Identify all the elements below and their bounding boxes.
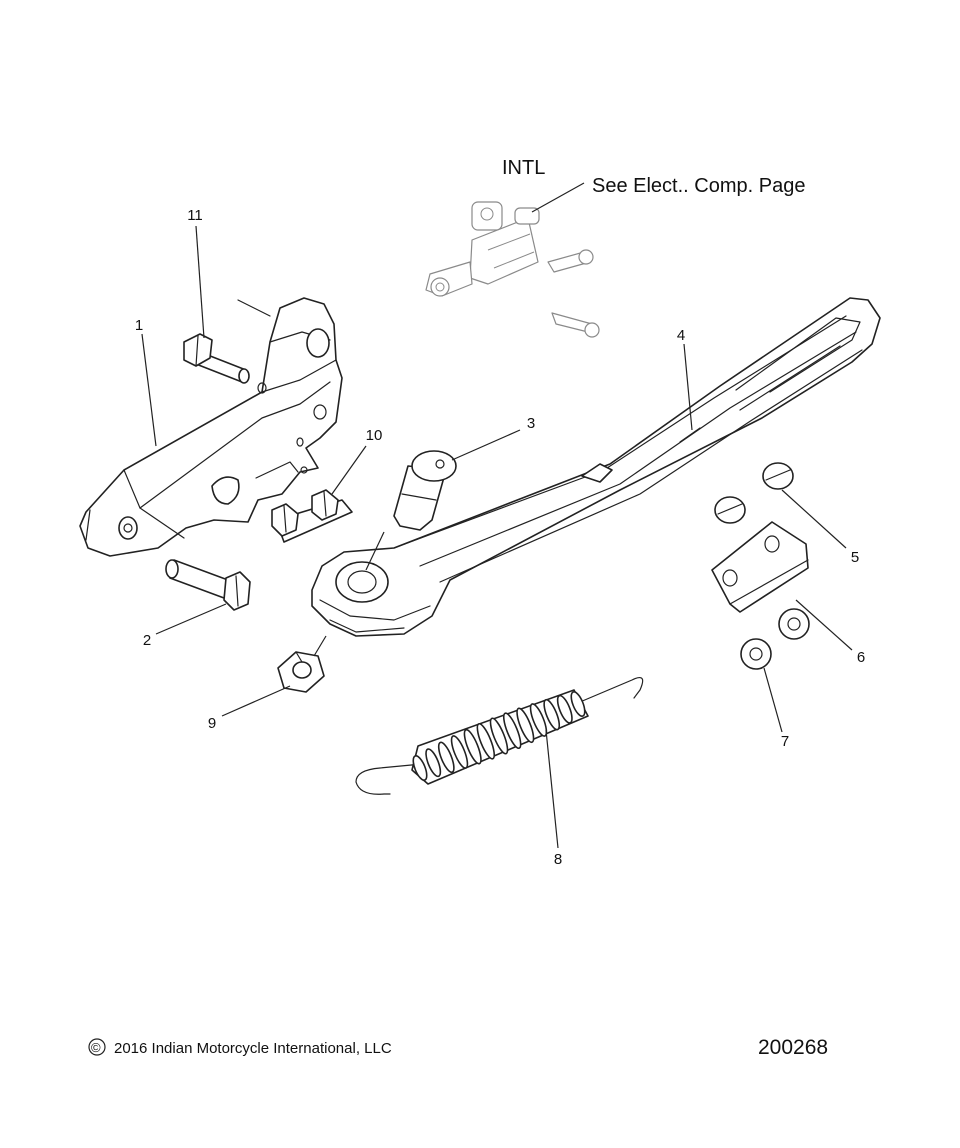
callout-9: 9 (208, 715, 216, 732)
spring-coil (516, 707, 535, 744)
part-4-kickstand (311, 297, 881, 637)
figure-number: 200268 (758, 1036, 828, 1059)
callouts: 11 1 2 3 4 10 5 6 7 8 9 (135, 207, 865, 868)
spring-coil (489, 717, 509, 755)
part-11-bolt (183, 333, 250, 384)
reference-note: See Elect.. Comp. Page (592, 175, 805, 197)
spring-coil (543, 698, 561, 731)
part-2-bolt (165, 559, 251, 611)
part-10-bumpers (271, 489, 353, 543)
callout-1: 1 (135, 317, 143, 334)
callout-5: 5 (851, 549, 859, 566)
spring-coil (463, 728, 482, 765)
spring-coil (502, 712, 522, 750)
copyright-circle (88, 1038, 106, 1056)
callout-10: 10 (366, 427, 383, 444)
copyright-text: 2016 Indian Motorcycle International, LL… (114, 1040, 392, 1057)
part-9-nut (277, 651, 325, 693)
callout-8: 8 (554, 851, 562, 868)
spring-coil (570, 691, 586, 717)
leader-lines (141, 182, 853, 849)
part-6-plate (711, 521, 809, 613)
callout-6: 6 (857, 649, 865, 666)
part-1-bracket (79, 297, 343, 557)
spring-coil (476, 722, 496, 760)
spring-coil (556, 694, 573, 724)
part-5-buttons (714, 462, 794, 524)
intl-label: INTL (502, 157, 545, 179)
spring-coil (529, 703, 548, 737)
spring-coil (412, 755, 428, 781)
callout-11: 11 (187, 207, 203, 224)
callout-7: 7 (781, 733, 789, 750)
part-3-pivot-bolt (393, 450, 457, 531)
spring-coil (425, 748, 442, 778)
part-8-spring (355, 677, 644, 795)
spring-coil (437, 741, 455, 774)
intl-switch-assembly (425, 201, 600, 338)
callout-3: 3 (527, 415, 535, 432)
callout-4: 4 (677, 327, 685, 344)
part-7-washers (740, 608, 810, 670)
callout-2: 2 (143, 632, 151, 649)
spring-coil (450, 735, 469, 769)
copyright-symbol: © (91, 1040, 101, 1055)
